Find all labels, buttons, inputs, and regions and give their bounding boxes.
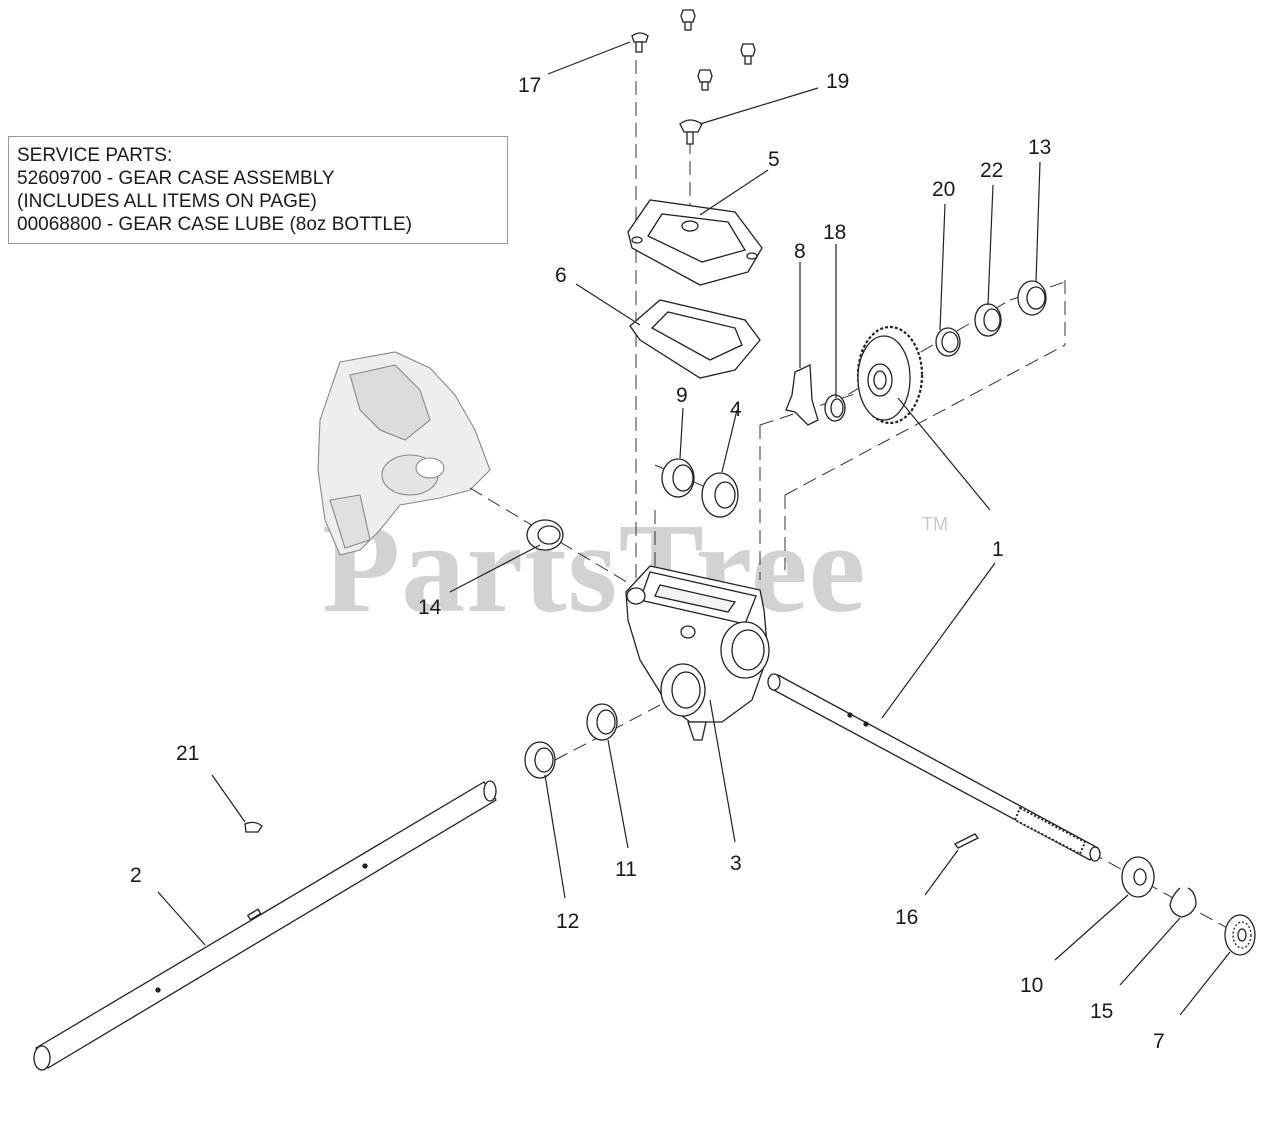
callout-3: 3 — [730, 852, 742, 875]
worm-shaft — [767, 673, 1101, 862]
gasket — [629, 299, 761, 379]
callout-14: 14 — [418, 596, 442, 619]
callout-11: 11 — [615, 858, 637, 881]
callout-1: 1 — [992, 538, 1004, 561]
gear-case-housing — [625, 565, 770, 741]
service-parts-box: SERVICE PARTS: 52609700 - GEAR CASE ASSE… — [8, 136, 508, 244]
worm-gear — [856, 325, 924, 425]
bearing-left — [526, 519, 564, 551]
partstree-watermark: PartsTree — [322, 497, 867, 639]
callout-20: 20 — [932, 178, 955, 201]
callout-17: 17 — [518, 74, 541, 97]
callout-18: 18 — [823, 221, 846, 244]
auger-shaft — [33, 780, 497, 1071]
bolt-parts — [631, 9, 756, 145]
end-hardware — [1121, 856, 1256, 956]
trademark-mark: TM — [922, 514, 948, 534]
service-part-line-2: (INCLUDES ALL ITEMS ON PAGE) — [17, 191, 317, 212]
callout-12: 12 — [556, 910, 579, 933]
callout-5: 5 — [768, 148, 780, 171]
callout-numbers: 1 2 3 4 5 6 7 8 9 10 11 12 13 14 15 16 1… — [130, 70, 1165, 1053]
woodruff-key — [244, 821, 263, 833]
callout-15: 15 — [1090, 1000, 1113, 1023]
callout-10: 10 — [1020, 974, 1043, 997]
roll-pin — [954, 833, 979, 849]
callout-9: 9 — [676, 384, 688, 407]
service-parts-title: SERVICE PARTS: — [17, 145, 173, 166]
service-part-line-3: 00068800 - GEAR CASE LUBE (8oz BOTTLE) — [17, 214, 412, 235]
seal-parts — [524, 703, 618, 779]
auger-housing-ghost — [317, 351, 491, 556]
callout-16: 16 — [895, 906, 918, 929]
callout-6: 6 — [555, 264, 567, 287]
callout-22: 22 — [980, 159, 1003, 182]
bushing-parts — [661, 458, 739, 518]
callout-8: 8 — [794, 240, 806, 263]
callout-7: 7 — [1153, 1030, 1165, 1053]
callout-13: 13 — [1028, 136, 1051, 159]
callout-leaders — [157, 41, 1231, 1016]
callout-4: 4 — [730, 398, 742, 421]
washer-rings — [824, 280, 1047, 422]
key-clip — [785, 364, 819, 426]
callout-2: 2 — [130, 864, 142, 887]
callout-19: 19 — [826, 70, 849, 93]
service-part-line-1: 52609700 - GEAR CASE ASSEMBLY — [17, 168, 335, 189]
assembly-guide-lines — [469, 60, 1241, 936]
callout-21: 21 — [176, 742, 199, 765]
gear-case-cover — [627, 199, 763, 286]
